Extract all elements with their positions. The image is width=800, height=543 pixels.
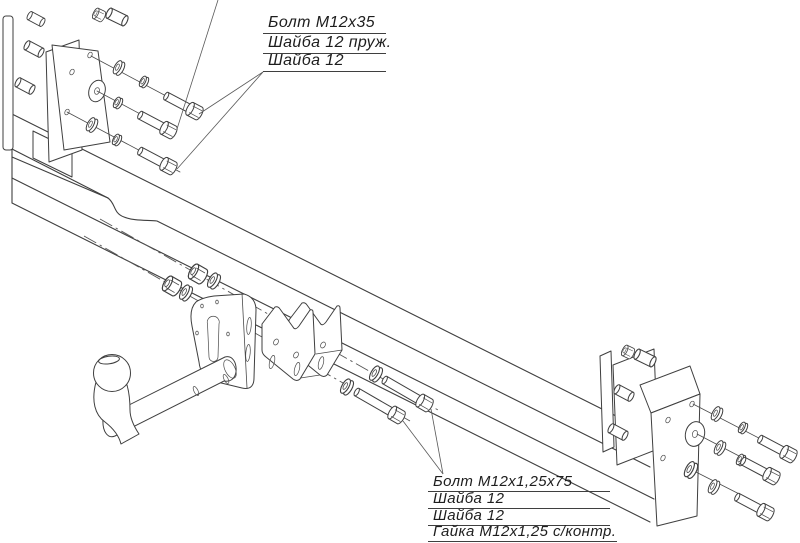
right-plate-holes xyxy=(660,400,695,462)
tow-ball-flat xyxy=(98,355,120,365)
right-center-washer xyxy=(684,421,706,447)
callout-text: Шайба 12 xyxy=(433,507,505,524)
callout-bottom-row-washer1: Шайба 12 xyxy=(428,490,610,509)
callout-text: Шайба 12 xyxy=(268,52,344,69)
leader-lines xyxy=(176,0,444,475)
callout-text: Гайка М12х1,25 с/контр. xyxy=(433,523,617,540)
callout-top-row-washer: Шайба 12 xyxy=(263,52,386,72)
right-back-plate xyxy=(599,350,615,453)
ball-arm xyxy=(102,356,237,438)
callout-top-row-bolt: Болт М12х35 xyxy=(263,14,386,34)
keyhole-bracket-plate xyxy=(190,292,257,389)
callout-bottom-row-washer2: Шайба 12 xyxy=(428,507,610,526)
right-bracket-assembly xyxy=(599,343,800,527)
fork-bracket xyxy=(261,302,343,381)
ball-neck xyxy=(93,381,140,445)
callout-text: Болт М12х1,25х75 xyxy=(433,473,573,490)
callout-text: Шайба 12 xyxy=(433,490,505,507)
callout-text: Шайба 12 пруж. xyxy=(268,34,392,51)
right-front-plate xyxy=(650,393,701,527)
left-bracket-assembly xyxy=(2,6,206,178)
keyhole-slot xyxy=(206,316,220,362)
tow-ball-arm xyxy=(93,354,237,445)
callout-bottom-row-nut: Гайка М12х1,25 с/контр. xyxy=(428,523,617,542)
callout-bottom-row-bolt: Болт М12х1,25х75 xyxy=(428,473,610,492)
left-back-plate xyxy=(2,15,14,151)
centerline-axes xyxy=(83,218,439,422)
callout-text: Болт М12х35 xyxy=(268,14,376,31)
callout-top-row-spring-washer: Шайба 12 пруж. xyxy=(263,34,391,54)
